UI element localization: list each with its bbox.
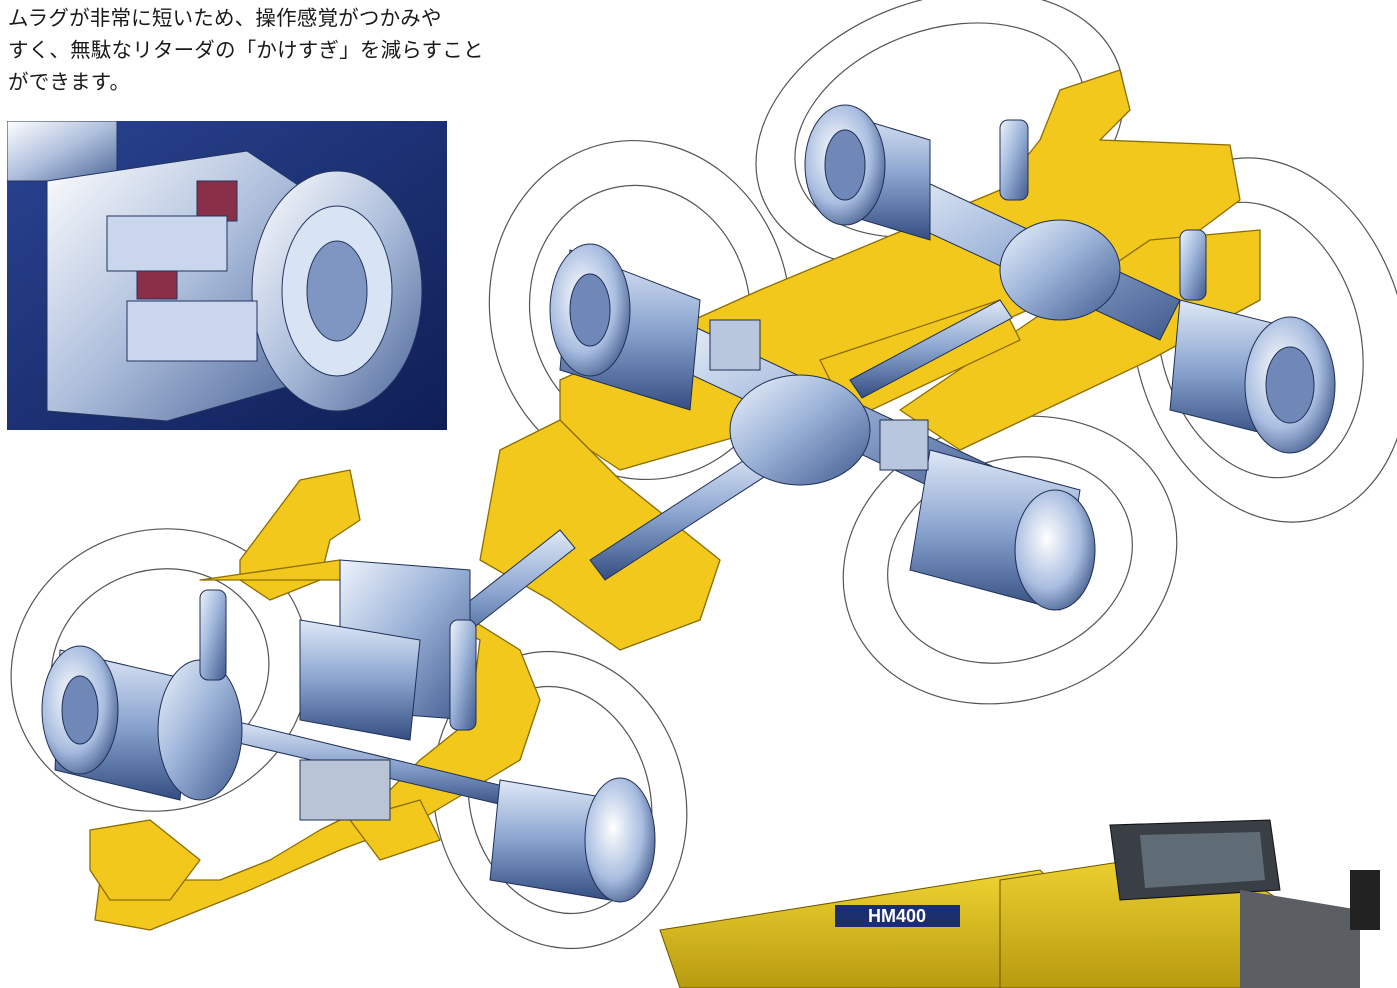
body-text-line: ムラグが非常に短いため、操作感覚がつかみや — [8, 6, 442, 30]
body-text: ムラグが非常に短いため、操作感覚がつかみや すく、無駄なリターダの「かけすぎ」を… — [8, 2, 484, 98]
middle-axle — [549, 243, 1096, 611]
body-text-line: すく、無駄なリターダの「かけすぎ」を減らすこと — [8, 38, 484, 62]
hm400-truck-photo: HM400 — [659, 819, 1380, 988]
hm400-badge-plate — [835, 905, 960, 927]
front-axle-transmission — [41, 559, 656, 903]
rear-axle — [804, 104, 1336, 454]
hm400-badge-text: HM400 — [868, 906, 926, 926]
tire-outline — [10, 528, 310, 812]
wheel-hub-cutaway-inset — [7, 121, 447, 430]
body-text-line: ができます。 — [8, 70, 131, 94]
